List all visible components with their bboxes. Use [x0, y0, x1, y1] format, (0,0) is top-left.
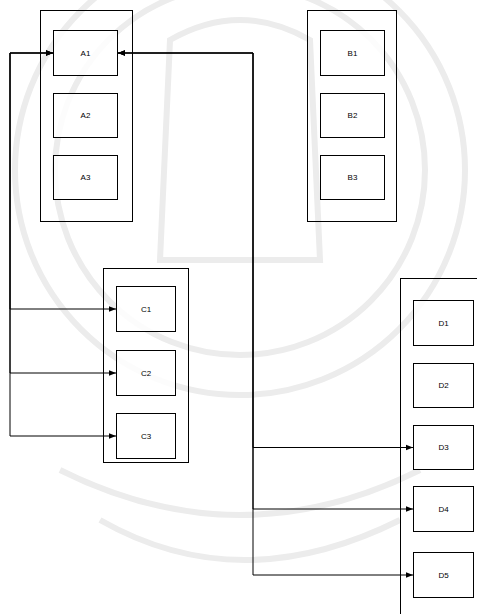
group-box: D1D2D3D4D5: [400, 278, 477, 614]
box-label: B2: [348, 111, 358, 120]
box-label: A3: [81, 173, 91, 182]
box-label: C2: [141, 369, 151, 378]
process-box: C1: [116, 286, 176, 332]
box-label: C3: [141, 432, 151, 441]
process-box: C3: [116, 413, 176, 459]
process-box: D2: [413, 363, 474, 408]
group-box: A1A2A3: [40, 10, 133, 222]
group-box: C1C2C3: [103, 268, 189, 463]
process-box: B1: [320, 30, 385, 76]
box-label: D2: [438, 381, 448, 390]
process-box: D4: [413, 486, 474, 532]
box-label: D3: [438, 443, 448, 452]
box-label: B3: [348, 173, 358, 182]
box-label: A2: [81, 111, 91, 120]
box-label: D1: [438, 319, 448, 328]
process-box: A2: [53, 93, 118, 138]
box-label: B1: [348, 49, 358, 58]
process-box: C2: [116, 350, 176, 396]
process-box: A3: [53, 155, 118, 200]
process-box: D5: [413, 552, 474, 598]
box-label: C1: [141, 305, 151, 314]
process-box: A1: [53, 30, 118, 76]
process-box: B2: [320, 93, 385, 138]
box-label: A1: [81, 49, 91, 58]
process-box: B3: [320, 155, 385, 200]
group-box: B1B2B3: [307, 10, 397, 222]
box-label: D5: [438, 571, 448, 580]
process-box: D1: [413, 300, 474, 346]
box-label: D4: [438, 505, 448, 514]
process-box: D3: [413, 425, 474, 470]
